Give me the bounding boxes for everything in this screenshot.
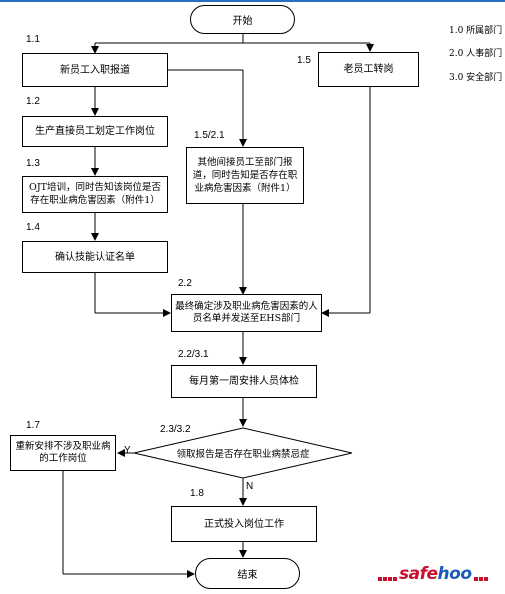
process-final-list: 最终确定涉及职业病危害因素的人员名单并发送至EHS部门 (171, 294, 322, 332)
step-label-1-5: 1.5 (297, 55, 311, 66)
process-start-work-label: 正式投入岗位工作 (204, 518, 284, 530)
top-accent-line (0, 0, 505, 2)
legend-item-safety: 3.0 安全部门 (449, 73, 503, 83)
process-reassign-post-label: 重新安排不涉及职业病的工作岗位 (15, 440, 111, 465)
step-label-2-2: 2.2 (178, 278, 192, 289)
process-confirm-skills-label: 确认技能认证名单 (55, 251, 135, 263)
step-label-1-1: 1.1 (26, 34, 40, 45)
logo-dots-left (378, 577, 397, 581)
process-indirect-employee: 其他间接员工至部门报道，同时告知是否存在职业病危害因素（附件1） (186, 147, 304, 204)
logo-dots-right (473, 577, 488, 581)
process-old-employee-transfer-label: 老员工转岗 (343, 64, 394, 75)
end-terminator: 结束 (195, 558, 300, 589)
step-label-1-8: 1.8 (190, 488, 204, 499)
process-assign-post-label: 生产直接员工划定工作岗位 (35, 126, 155, 137)
process-ojt-training: OJT培训，同时告知该岗位是否存在职业病危害因素（附件1） (22, 176, 168, 213)
logo-text-safe: safe (399, 564, 438, 584)
branch-no-label: N (246, 481, 254, 492)
process-start-work: 正式投入岗位工作 (171, 506, 317, 542)
start-label: 开始 (232, 16, 253, 27)
process-new-employee-report: 新员工入职报道 (22, 53, 168, 87)
process-old-employee-transfer: 老员工转岗 (318, 52, 419, 87)
process-final-list-label: 最终确定涉及职业病危害因素的人员名单并发送至EHS部门 (175, 300, 318, 325)
process-monthly-checkup-label: 每月第一周安排人员体检 (189, 376, 299, 387)
logo-text-hoo: hoo (437, 564, 472, 584)
decision-occupational-contraindication: 领取报告是否存在职业病禁忌症 (150, 444, 336, 462)
step-label-2-2-3-1: 2.2/3.1 (178, 349, 209, 360)
process-monthly-checkup: 每月第一周安排人员体检 (171, 365, 317, 398)
step-label-1-5-2-1: 1.5/2.1 (194, 130, 225, 141)
process-ojt-training-label: OJT培训，同时告知该岗位是否存在职业病危害因素（附件1） (29, 182, 161, 206)
branch-yes-label: Y (124, 445, 131, 456)
decision-label: 领取报告是否存在职业病禁忌症 (176, 449, 310, 460)
process-assign-post: 生产直接员工划定工作岗位 (22, 116, 168, 147)
legend-item-hr: 2.0 人事部门 (449, 49, 503, 59)
start-terminator: 开始 (190, 5, 295, 34)
step-label-1-7: 1.7 (26, 420, 40, 431)
step-label-1-3: 1.3 (26, 158, 40, 169)
process-reassign-post: 重新安排不涉及职业病的工作岗位 (10, 435, 116, 471)
step-label-1-4: 1.4 (26, 222, 40, 233)
step-label-1-2: 1.2 (26, 96, 40, 107)
end-label: 结束 (237, 570, 258, 581)
process-confirm-skills: 确认技能认证名单 (22, 241, 168, 273)
process-indirect-employee-label: 其他间接员工至部门报道，同时告知是否存在职业病危害因素（附件1） (192, 157, 298, 194)
step-label-2-3-3-2: 2.3/3.2 (160, 424, 191, 435)
legend-item-dept: 1.0 所属部门 (449, 26, 503, 36)
process-new-employee-report-label: 新员工入职报道 (60, 64, 130, 76)
